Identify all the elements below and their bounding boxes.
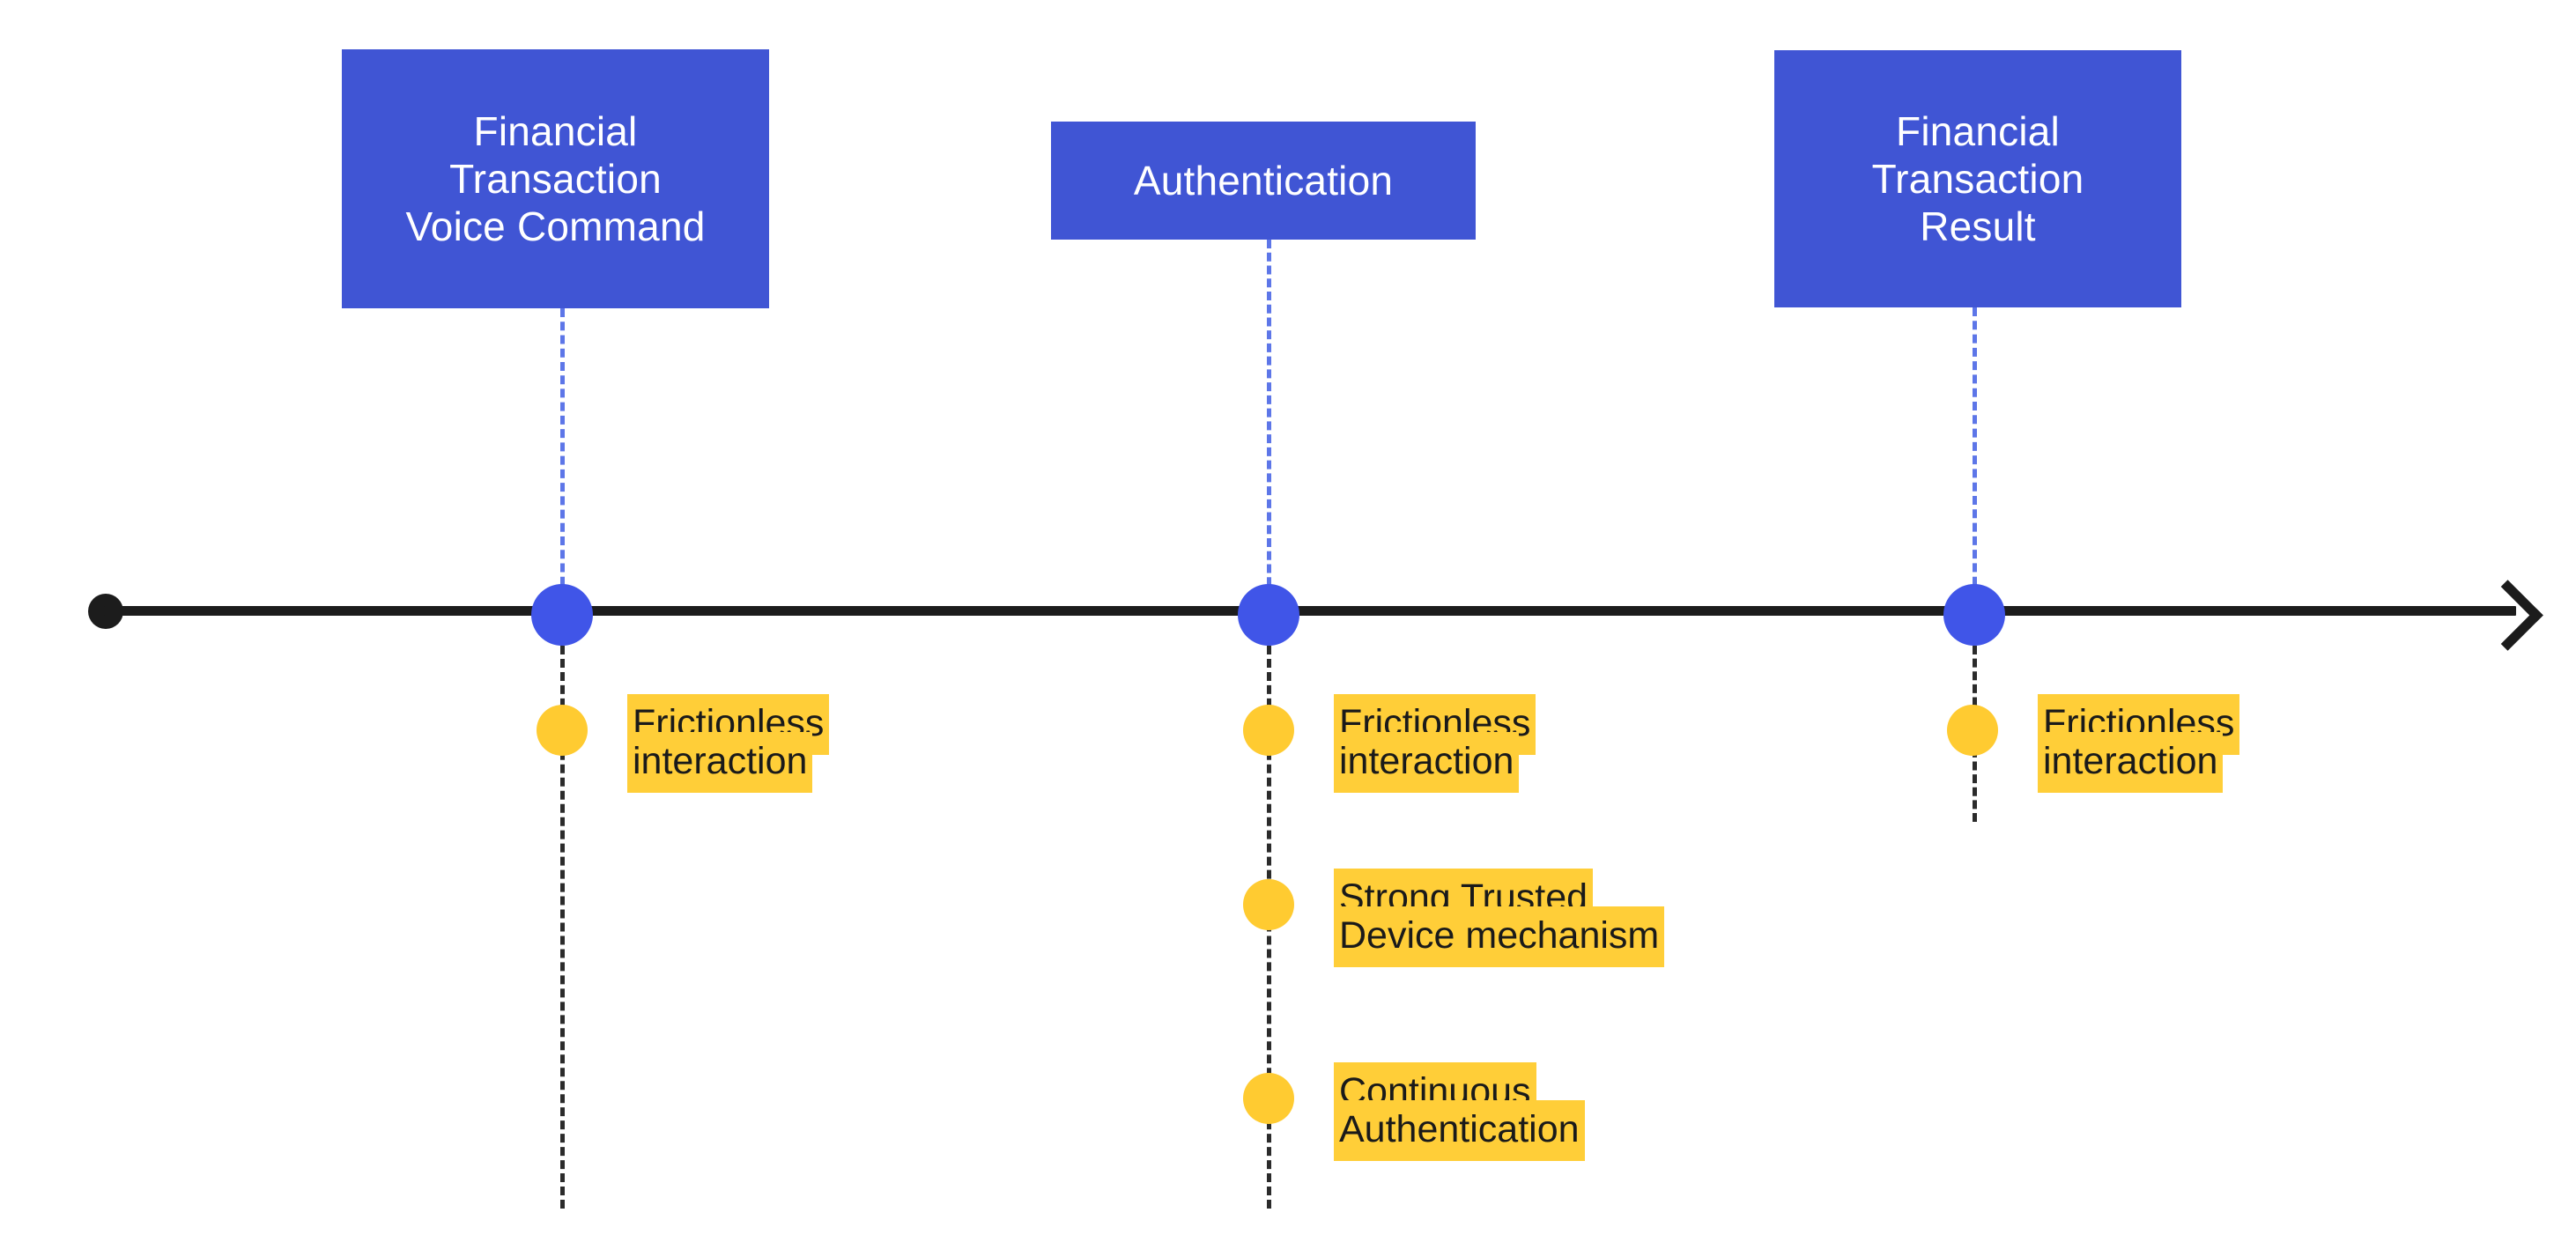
annotation-dot-authentication-1 — [1243, 705, 1294, 756]
connector-voice-command-upper — [560, 308, 565, 599]
timeline-dot-transaction-result[interactable] — [1943, 584, 2005, 646]
connector-voice-command-lower — [560, 646, 565, 1209]
timeline-arrow-icon — [2472, 580, 2543, 651]
annotation-dot-authentication-2 — [1243, 879, 1294, 930]
connector-authentication-upper — [1267, 240, 1271, 599]
annotation-text-transaction-result-1: Frictionless interaction — [2038, 694, 2328, 793]
timeline-axis-line — [104, 606, 2516, 616]
annotation-text-authentication-1: Frictionless interaction — [1334, 694, 1633, 793]
annotation-text-authentication-2: Strong Trusted Device mechanism — [1334, 869, 1774, 967]
milestone-box-transaction-result[interactable]: Financial Transaction Result — [1774, 50, 2181, 307]
milestone-box-authentication[interactable]: Authentication — [1051, 122, 1476, 240]
annotation-line: Device mechanism — [1334, 906, 1665, 967]
annotation-line: interaction — [2038, 732, 2224, 793]
connector-transaction-result-upper — [1973, 307, 1977, 599]
annotation-line: Authentication — [1334, 1100, 1585, 1161]
timeline-dot-voice-command[interactable] — [531, 584, 593, 646]
annotation-line: interaction — [1334, 732, 1520, 793]
annotation-line: interaction — [627, 732, 813, 793]
annotation-dot-transaction-result-1 — [1947, 705, 1998, 756]
annotation-dot-authentication-3 — [1243, 1073, 1294, 1124]
annotation-text-voice-command-1: Frictionless interaction — [627, 694, 918, 793]
annotation-text-authentication-3: Continuous Authentication — [1334, 1062, 1713, 1161]
milestone-box-voice-command[interactable]: Financial Transaction Voice Command — [342, 49, 769, 308]
timeline-dot-authentication[interactable] — [1238, 584, 1299, 646]
annotation-dot-voice-command-1 — [537, 705, 588, 756]
